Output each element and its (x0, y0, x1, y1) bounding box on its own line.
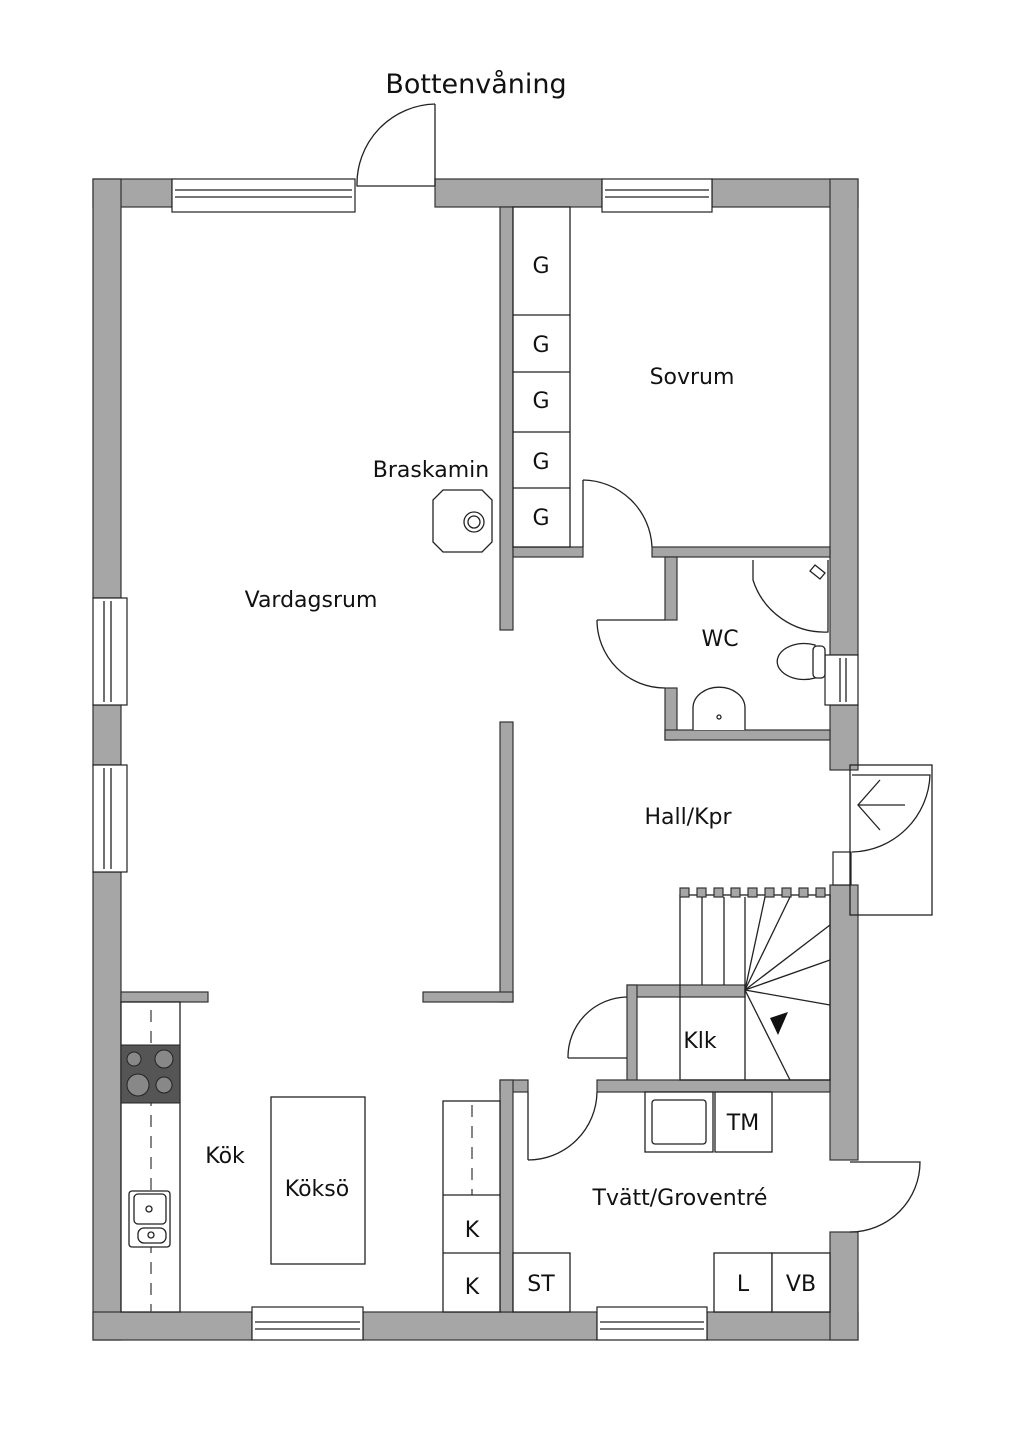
kitchen-island (270, 1096, 366, 1265)
fireplace-label: Braskamin (373, 458, 489, 483)
kitchen-counter: K K (120, 1001, 501, 1313)
kitchen-sink-icon (128, 1190, 171, 1248)
exterior-walls (92, 178, 859, 1341)
kitchen-unit-label: K (465, 1275, 480, 1300)
interior-walls (120, 206, 831, 1313)
shower-head-icon (809, 564, 826, 580)
wardrobe-label: G (532, 389, 549, 414)
wardrobe-label: G (532, 450, 549, 475)
room-label-hall: Hall/Kpr (644, 805, 732, 830)
tm-label: TM (726, 1111, 759, 1136)
kitchen-island-label: Köksö (285, 1177, 349, 1202)
room-label-sovrum: Sovrum (650, 365, 735, 390)
vb-label: VB (786, 1272, 816, 1297)
kitchen-unit-label: K (465, 1218, 480, 1243)
laundry-fixtures: TM ST L VB (512, 1091, 831, 1313)
l-label: L (737, 1272, 750, 1297)
room-label-kok: Kök (205, 1144, 245, 1169)
wardrobe-label: G (532, 506, 549, 531)
room-label-klk: Klk (683, 1029, 717, 1054)
st-label: ST (527, 1272, 555, 1297)
wardrobe-label: G (532, 254, 549, 279)
floor-title: Bottenvåning (385, 69, 566, 100)
fireplace-icon (432, 489, 493, 553)
entrance-arrow-icon (857, 779, 905, 831)
room-label-wc: WC (701, 627, 738, 652)
wardrobe-label: G (532, 333, 549, 358)
staircase (679, 887, 831, 1081)
sink-icon (692, 686, 746, 730)
doors (356, 103, 933, 1233)
stair-arrow-icon (770, 1012, 788, 1035)
room-label-vardagsrum: Vardagsrum (245, 588, 378, 613)
shower-icon (752, 560, 829, 633)
utility-sink-icon (651, 1099, 707, 1145)
windows (92, 178, 859, 1341)
toilet-icon (776, 642, 816, 681)
wardrobes: G G G G G (512, 206, 571, 548)
room-label-tvatt: Tvätt/Groventré (592, 1186, 768, 1211)
